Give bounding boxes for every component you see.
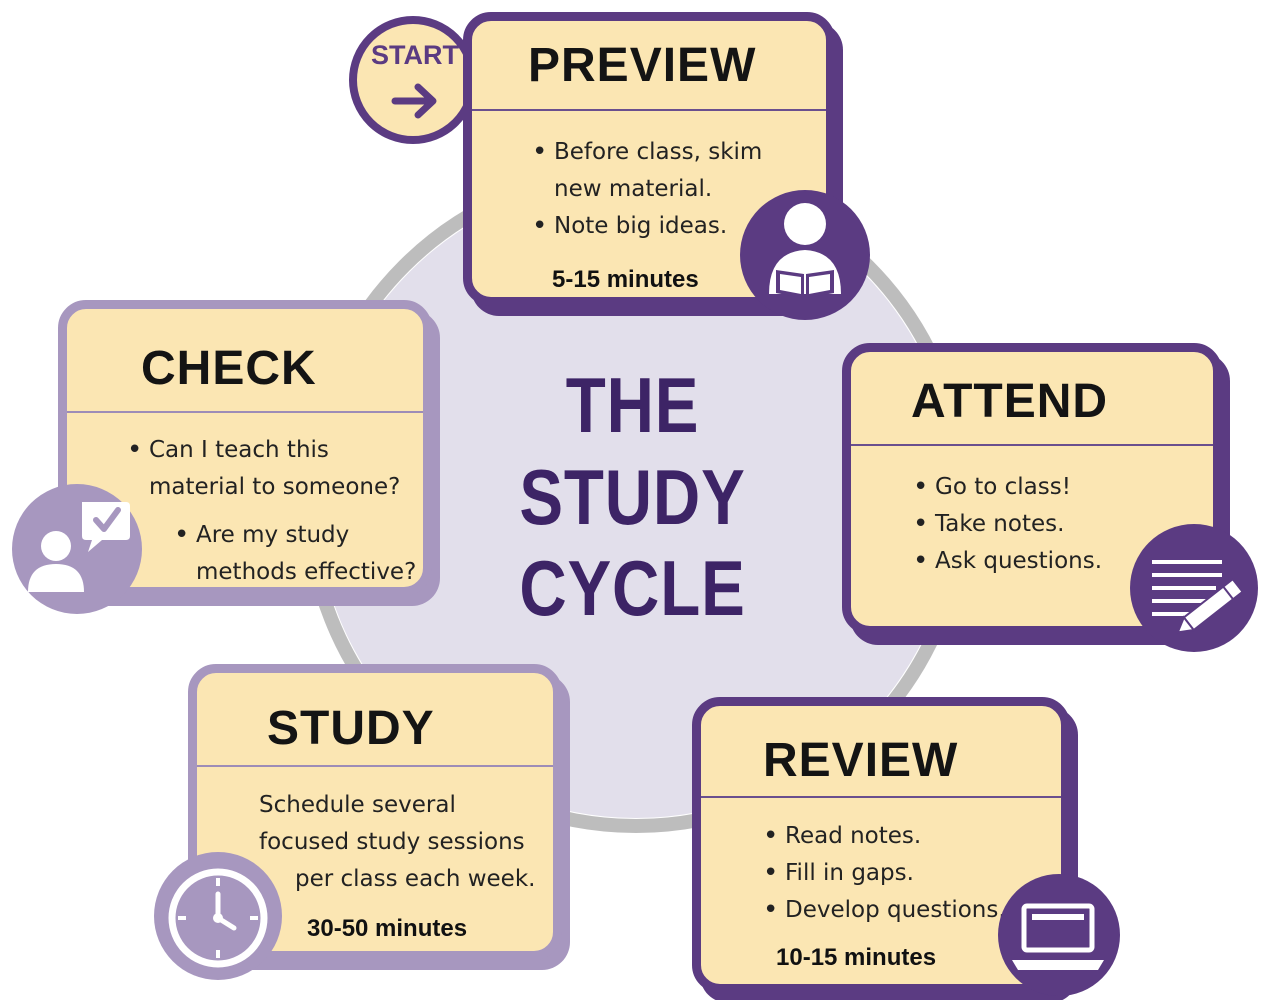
review-bullets: Read notes. Fill in gaps. Develop questi… [763, 818, 1006, 929]
person-checkmark-speech-icon [12, 484, 142, 614]
preview-time: 5-15 minutes [552, 266, 699, 293]
study-text-line: Schedule several [259, 792, 456, 818]
center-circle [316, 178, 956, 818]
check-bullet: Can I teach this [127, 432, 329, 469]
reading-person-icon [740, 190, 870, 320]
study-text-line: focused study sessions [259, 829, 525, 855]
notes-pencil-icon [1130, 524, 1258, 652]
attend-bullet: Go to class! [913, 469, 1102, 506]
preview-bullet: Note big ideas. [532, 208, 727, 245]
review-bullet: Read notes. [763, 818, 1006, 855]
preview-bullet: Before class, skim [532, 134, 762, 171]
attend-heading: ATTEND [851, 352, 1213, 446]
check-bullets-2: Are my study [174, 517, 349, 554]
attend-bullets: Go to class! Take notes. Ask questions. [913, 469, 1102, 580]
laptop-icon [998, 874, 1120, 996]
start-arrow-icon [391, 83, 437, 119]
check-bullet-continuation: material to someone? [149, 474, 401, 500]
study-text-line: per class each week. [295, 866, 536, 892]
review-heading: REVIEW [701, 706, 1061, 798]
preview-bullets: Before class, skim [532, 134, 762, 171]
attend-card: ATTEND Go to class! Take notes. Ask ques… [842, 343, 1222, 635]
review-bullet: Fill in gaps. [763, 855, 1006, 892]
preview-bullet-continuation: new material. [554, 176, 713, 202]
check-card: CHECK Can I teach this material to someo… [58, 300, 432, 596]
start-circle [349, 16, 477, 144]
review-time: 10-15 minutes [776, 944, 937, 971]
study-time: 30-50 minutes [307, 915, 468, 942]
study-heading: STUDY [197, 673, 553, 767]
start-label: START [371, 40, 459, 70]
check-bullet: Are my study [174, 517, 349, 554]
check-bullet-continuation: methods effective? [196, 559, 417, 585]
preview-heading: PREVIEW [472, 21, 826, 111]
clock-icon [154, 852, 282, 980]
attend-bullet: Ask questions. [913, 543, 1102, 580]
preview-card: PREVIEW Before class, skim new material.… [463, 12, 835, 306]
check-heading: CHECK [67, 309, 423, 413]
check-bullets: Can I teach this [127, 432, 329, 469]
preview-bullets-2: Note big ideas. [532, 208, 727, 245]
title-line-1: THE [565, 361, 700, 449]
title-line-3: CYCLE [519, 544, 746, 632]
review-bullet: Develop questions. [763, 892, 1006, 929]
attend-bullet: Take notes. [913, 506, 1102, 543]
title-line-2: STUDY [519, 453, 746, 541]
